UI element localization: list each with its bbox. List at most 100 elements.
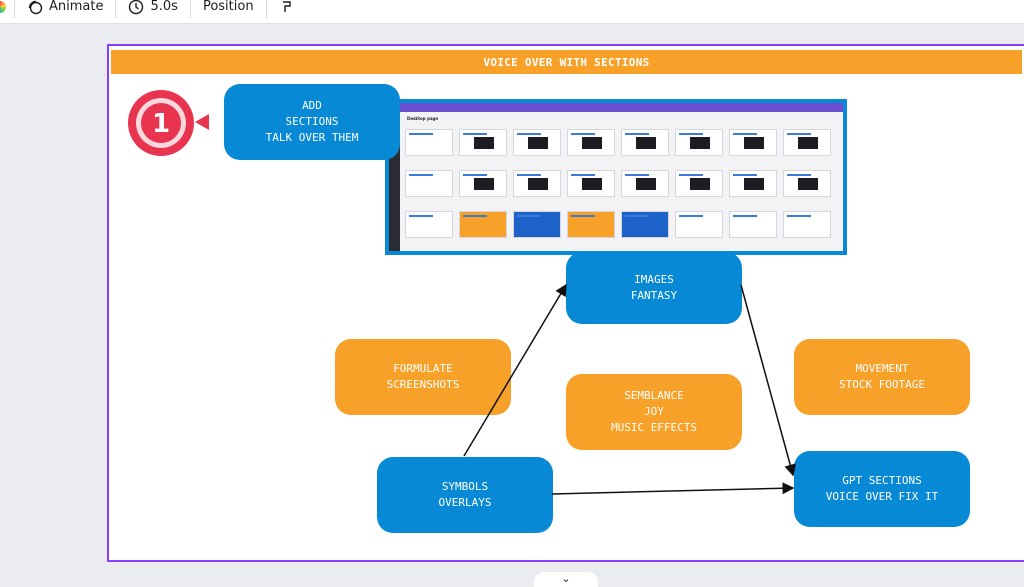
thumbnail-title-line: [517, 174, 541, 176]
toolbar-divider: [115, 0, 117, 18]
duration-label: 5.0s: [150, 0, 178, 14]
thumbnail-title-line: [625, 215, 649, 217]
thumbnail-image: [528, 178, 548, 190]
slide-thumbnail: [783, 211, 831, 238]
slide-thumbnail: [513, 170, 561, 197]
thumbnail-title-line: [733, 174, 757, 176]
box-line: TALK OVER THEM: [265, 131, 359, 144]
step-number-badge[interactable]: 1: [125, 90, 215, 160]
box-line: GPT SECTIONS: [842, 474, 922, 487]
thumbnail-image: [798, 178, 818, 190]
slide-thumbnail: [513, 129, 561, 156]
thumbnail-image: [636, 178, 656, 190]
thumbnail-title-line: [571, 174, 595, 176]
box-line: ADD: [302, 99, 322, 112]
box-line: MOVEMENT: [855, 362, 909, 375]
animate-label: Animate: [49, 0, 104, 14]
color-picker-icon[interactable]: [0, 0, 6, 13]
thumbnail-title-line: [625, 133, 649, 135]
box-line: JOY: [644, 405, 664, 418]
box-line: SCREENSHOTS: [386, 378, 460, 391]
thumbnail-title-line: [571, 133, 595, 135]
slide-thumbnail: [567, 170, 615, 197]
thumbnail-image: [528, 137, 548, 149]
thumbnail-image: [474, 178, 494, 190]
thumbnail-title-line: [571, 215, 595, 217]
slide-thumbnail: [459, 170, 507, 197]
thumbnail-title-line: [787, 174, 811, 176]
badge-number: 1: [152, 109, 170, 139]
box-line: SYMBOLS: [441, 480, 489, 493]
chevron-down-icon: ⌄: [561, 572, 571, 585]
add-sections-box[interactable]: ADD SECTIONS TALK OVER THEM: [224, 84, 400, 160]
thumbnail-title-line: [463, 174, 487, 176]
slide-thumbnail: [621, 129, 669, 156]
timer-icon: [129, 0, 144, 14]
slide-thumbnail: [405, 170, 453, 197]
thumbnail-title-line: [463, 215, 487, 217]
slide-thumbnail: [729, 211, 777, 238]
box-line: FORMULATE: [393, 362, 453, 375]
movement-stock-footage-box[interactable]: MOVEMENT STOCK FOOTAGE: [794, 339, 970, 415]
slide-thumbnail: [567, 129, 615, 156]
box-line: FANTASY: [630, 289, 678, 302]
semblance-joy-box[interactable]: SEMBLANCE JOY MUSIC EFFECTS: [566, 374, 742, 450]
position-button[interactable]: Position: [191, 0, 266, 19]
thumbnail-title-line: [625, 174, 649, 176]
box-line: STOCK FOOTAGE: [838, 378, 926, 391]
slide-thumbnail: [729, 170, 777, 197]
slide-thumbnail: [729, 129, 777, 156]
symbols-overlays-box[interactable]: SYMBOLS OVERLAYS: [377, 457, 553, 533]
thumbnail-title-line: [409, 133, 433, 135]
slide-thumbnail: [675, 170, 723, 197]
animate-button[interactable]: Animate: [15, 0, 115, 19]
duration-button[interactable]: 5.0s: [116, 0, 189, 19]
position-label: Position: [202, 0, 254, 14]
slide-thumbnail: [783, 129, 831, 156]
copy-style-button[interactable]: [267, 0, 305, 19]
box-line: IMAGES: [634, 273, 674, 286]
box-line: SEMBLANCE: [624, 389, 684, 402]
thumbnail-title-line: [679, 174, 703, 176]
thumbnail-title-line: [733, 215, 757, 217]
box-line: SECTIONS: [285, 115, 339, 128]
box-line: VOICE OVER FIX IT: [825, 490, 939, 503]
animate-icon: [28, 0, 43, 14]
slides-overview-screenshot[interactable]: Desktop page: [385, 99, 847, 255]
design-page[interactable]: VOICE OVER WITH SECTIONS 1 Desktop page …: [107, 44, 1024, 562]
thumbnail-image: [690, 137, 710, 149]
slide-thumbnail: [405, 129, 453, 156]
thumbnail-image: [744, 137, 764, 149]
thumbnail-title-line: [787, 215, 811, 217]
toolbar-divider: [189, 0, 191, 18]
toolbar-divider: [14, 0, 15, 18]
page-banner[interactable]: VOICE OVER WITH SECTIONS: [111, 50, 1022, 74]
thumbnail-image: [474, 137, 494, 149]
slide-thumbnail: [405, 211, 453, 238]
thumbnail-title-line: [409, 215, 433, 217]
images-fantasy-box[interactable]: IMAGES FANTASY: [566, 252, 742, 324]
slide-thumbnail: [459, 211, 507, 238]
thumbnail-image: [690, 178, 710, 190]
thumbnail-image: [582, 137, 602, 149]
thumbnail-title-line: [679, 133, 703, 135]
expand-pages-button[interactable]: ⌄: [534, 572, 598, 587]
thumbnail-title-line: [463, 133, 487, 135]
gpt-sections-box[interactable]: GPT SECTIONS VOICE OVER FIX IT: [794, 451, 970, 527]
slide-thumbnail: [513, 211, 561, 238]
slide-thumbnail: [567, 211, 615, 238]
box-line: MUSIC EFFECTS: [610, 421, 698, 434]
screenshot-page-label: Desktop page: [407, 116, 439, 121]
thumbnail-title-line: [409, 174, 433, 176]
slide-thumbnail: [675, 129, 723, 156]
banner-title: VOICE OVER WITH SECTIONS: [483, 55, 650, 69]
thumbnail-title-line: [679, 215, 703, 217]
screenshot-content: Desktop page: [389, 103, 843, 251]
thumbnail-title-line: [517, 133, 541, 135]
slide-thumbnail: [459, 129, 507, 156]
slide-thumbnail: [675, 211, 723, 238]
toolbar-divider: [265, 0, 267, 18]
screenshot-topbar: [389, 103, 843, 112]
box-line: OVERLAYS: [438, 496, 492, 509]
formulate-screenshots-box[interactable]: FORMULATE SCREENSHOTS: [335, 339, 511, 415]
